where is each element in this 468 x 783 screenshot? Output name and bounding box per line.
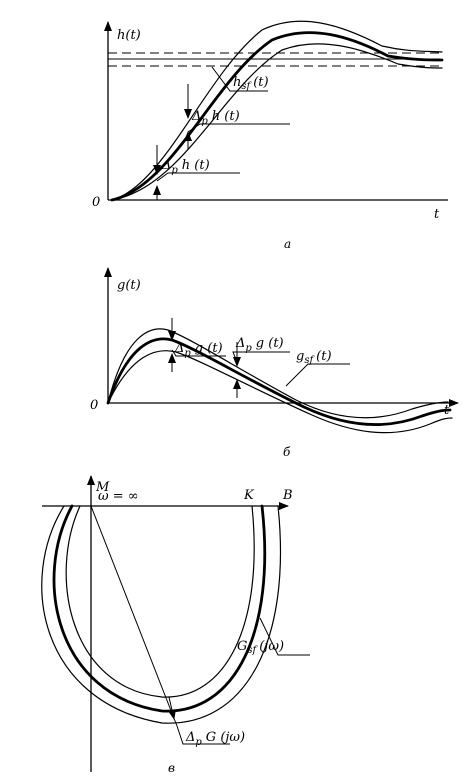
gsf-nyquist-leader [259, 617, 310, 656]
outer-bound-nyquist-curve [41, 505, 282, 724]
gsf-leader [285, 363, 350, 387]
caption-c: в [168, 761, 175, 775]
delta-g-leader [176, 725, 230, 745]
nominal-step-curve [110, 31, 444, 202]
upper-bound-impulse-curve [107, 328, 449, 419]
upper-delta-leader [187, 123, 290, 133]
mid-delta-leader [232, 351, 290, 363]
y-axis-label-b: g(t) [117, 278, 141, 293]
gsf-jw-label: Gsf(jω) [237, 639, 284, 656]
x-axis-label-a: t [434, 207, 440, 222]
nominal-nyquist-curve [52, 504, 267, 713]
real-axis-label: B [282, 488, 293, 503]
lower-bound-step-curve [111, 43, 443, 201]
origin-label-b: 0 [90, 398, 98, 413]
caption-a: а [284, 237, 291, 251]
hsf-leader [211, 66, 268, 92]
omega-infinity-label: ω = ∞ [98, 489, 139, 504]
caption-b: б [283, 445, 291, 459]
lower-bound-impulse-curve [107, 350, 453, 434]
inner-bound-nyquist-curve [65, 505, 255, 698]
deviation-arrow [168, 696, 176, 720]
deviation-vector [90, 505, 178, 727]
nominal-impulse-curve [106, 337, 452, 426]
lower-delta-leader [156, 172, 240, 182]
peak-delta-leader [171, 349, 226, 357]
origin-label-a: 0 [92, 195, 100, 210]
y-axis-label-a: h(t) [117, 28, 141, 43]
hsf-label: hsf(t) [233, 75, 269, 92]
imag-axis-label: M [95, 480, 110, 495]
upper-bound-step-curve [111, 20, 443, 201]
point-k-label: K [243, 488, 255, 503]
gsf-label: gsf(t) [296, 349, 332, 366]
